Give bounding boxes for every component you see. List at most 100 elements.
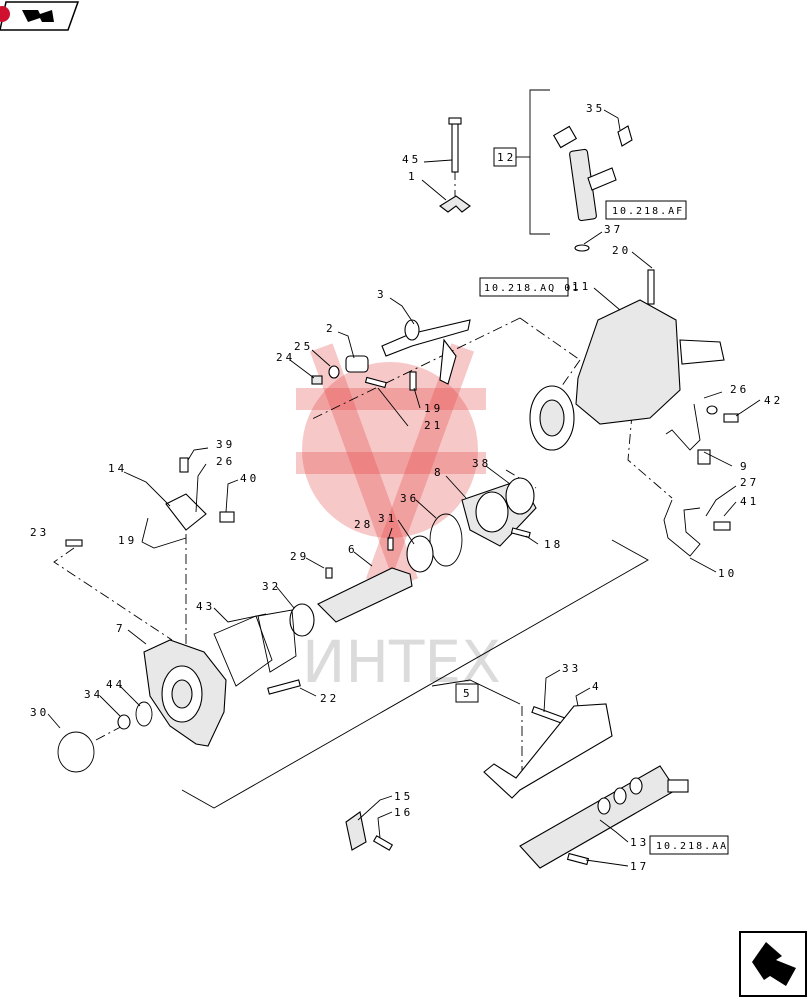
callout-31: 31 [378, 512, 397, 525]
callout-15: 15 [394, 790, 413, 803]
ref-pump-text: 10.218.AQ 01 [484, 283, 580, 294]
callout-42: 42 [764, 394, 783, 407]
part-11-injection-pump [529, 299, 725, 451]
part-42-screw [723, 413, 739, 423]
frame-leader [431, 679, 521, 705]
callout-24: 24 [276, 351, 295, 364]
callout-19-upper: 19 [424, 402, 443, 415]
part-17-screw [566, 852, 590, 866]
callout-26-lower: 26 [216, 455, 235, 468]
part-38-seal [505, 477, 535, 515]
ref-rail-text: 10.218.AA [656, 841, 728, 852]
arrow-left-icon [22, 10, 54, 22]
callout-22: 22 [320, 692, 339, 705]
part-32-bearing [289, 603, 315, 637]
part-16-screw [372, 835, 394, 851]
callout-26-upper: 26 [730, 383, 749, 396]
red-marker-icon [0, 6, 10, 22]
arrow-right-icon [752, 942, 796, 986]
callout-37: 37 [604, 223, 623, 236]
callout-10: 10 [718, 567, 737, 580]
part-9-pipe [665, 403, 701, 451]
part-3-lever [381, 319, 471, 385]
callout-27: 27 [740, 476, 759, 489]
callout-41: 41 [740, 495, 759, 508]
callout-29: 29 [290, 550, 309, 563]
part-35-connector [617, 125, 633, 147]
part-12-injector [552, 125, 617, 252]
callout-13: 13 [630, 836, 649, 849]
ref-link-rail[interactable]: 10.218.AA [649, 835, 729, 855]
part-21-screw [364, 376, 387, 389]
callout-40: 40 [240, 472, 259, 485]
part-25-washer [328, 365, 340, 379]
callout-36: 36 [400, 492, 419, 505]
part-15-clip [345, 811, 367, 851]
callout-6: 6 [348, 543, 358, 556]
part-13-fuel-rail [519, 765, 689, 869]
callout-12: 12 [497, 151, 516, 164]
part-39-screw [179, 457, 189, 473]
part-2-block [345, 355, 369, 373]
ref-link-injector[interactable]: 10.218.AF [605, 200, 687, 220]
callout-3: 3 [377, 288, 387, 301]
callout-18: 18 [544, 538, 563, 551]
part-34-nut [117, 714, 131, 730]
callout-30: 30 [30, 706, 49, 719]
callout-35: 35 [586, 102, 605, 115]
part-41-screw [713, 521, 731, 531]
callout-34: 34 [84, 688, 103, 701]
ref-injector-text: 10.218.AF [612, 206, 684, 217]
part-1-clamp [439, 195, 471, 213]
part-31-bearing [406, 535, 434, 573]
callout-2: 2 [326, 322, 336, 335]
part-24-nut [311, 375, 323, 385]
leader-lines [47, 109, 761, 867]
callout-11: 11 [572, 280, 591, 293]
callout-25: 25 [294, 340, 313, 353]
part-28-key [387, 537, 394, 551]
callout-17: 17 [630, 860, 649, 873]
part-10-pipe [663, 499, 701, 557]
part-20-stud [647, 269, 655, 305]
callout-23: 23 [30, 526, 49, 539]
next-page-button[interactable] [739, 931, 807, 997]
part-43-gasket-a [213, 615, 273, 687]
part-43-gasket-b [257, 609, 297, 673]
assembly-frame [181, 539, 649, 809]
callout-19-lower: 19 [118, 534, 137, 547]
part-29-pin [325, 567, 333, 579]
part-18-screw [510, 527, 531, 539]
callout-1: 1 [408, 170, 418, 183]
injector-bracket [529, 89, 550, 235]
part-36-o-ring [429, 513, 463, 567]
part-30-o-ring [57, 731, 95, 773]
part-44-ring [135, 701, 153, 727]
part-23-screw [65, 539, 83, 547]
callout-21: 21 [424, 419, 443, 432]
callout-14: 14 [108, 462, 127, 475]
callout-4: 4 [592, 680, 602, 693]
watermark-logo [296, 343, 486, 587]
callout-43: 43 [196, 600, 215, 613]
part-45-bolt [448, 117, 462, 173]
callout-45: 45 [402, 153, 421, 166]
callout-labels: 45 1 12 35 37 20 11 3 2 25 24 19 21 26 4… [30, 102, 783, 873]
part-6-shaft [317, 567, 413, 623]
part-40-bolt [219, 511, 235, 523]
callout-5: 5 [463, 687, 473, 700]
part-14-bracket [165, 493, 207, 531]
part-22-screw [267, 679, 301, 695]
part-4-support [483, 703, 613, 799]
part-7-housing [143, 639, 227, 747]
ref-link-pump[interactable]: 10.218.AQ 01 [479, 277, 580, 297]
callout-20: 20 [612, 244, 631, 257]
callout-39: 39 [216, 438, 235, 451]
callout-38: 38 [472, 457, 491, 470]
callout-7: 7 [116, 622, 126, 635]
callout-32: 32 [262, 580, 281, 593]
prev-page-button[interactable] [0, 1, 80, 31]
part-33-bolt [531, 706, 565, 724]
